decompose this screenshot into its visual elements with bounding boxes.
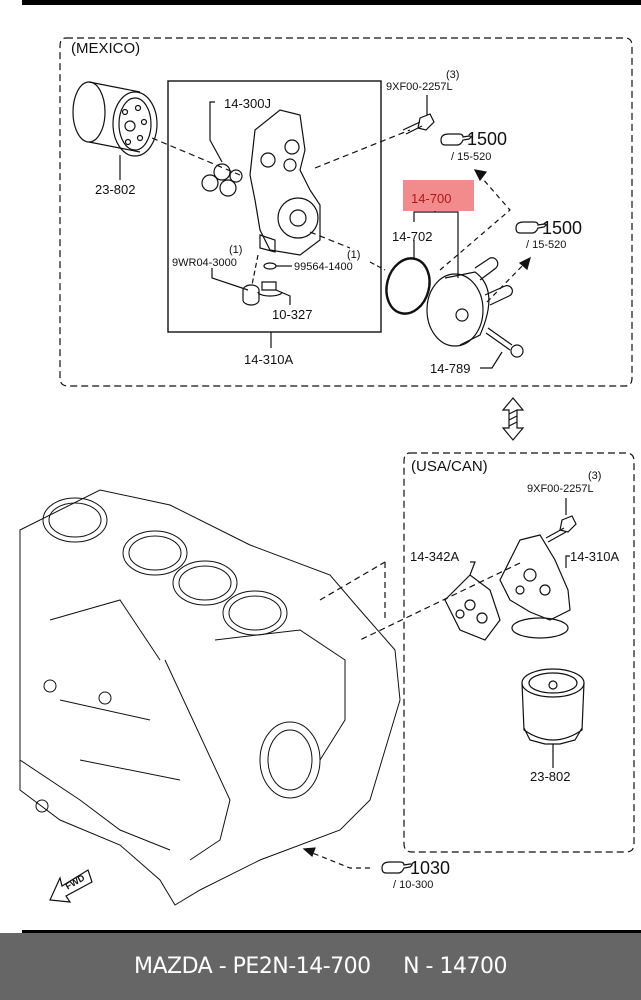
region-label-usa-can: (USA/CAN) (411, 458, 488, 475)
washer-99564 (263, 262, 277, 270)
oil-filter-mexico (72, 81, 158, 180)
qty-label-9XF00-usa: (3) (588, 470, 602, 482)
ref-sub-10-300[interactable]: / 10-300 (393, 879, 434, 891)
engine-block (19, 489, 401, 906)
part-label-10-327[interactable]: 10-327 (272, 307, 313, 322)
qty-label-9WR04: (1) (229, 244, 243, 256)
part-label-9XF00-2257L-usa[interactable]: 9XF00-2257L (527, 483, 594, 495)
bottom-border (22, 930, 641, 933)
part-label-14-342A[interactable]: 14-342A (410, 549, 460, 564)
double-arrow-icon (501, 397, 525, 441)
part-label-99564-1400[interactable]: 99564-1400 (294, 261, 353, 273)
drain-10-327 (257, 281, 283, 297)
bolt-14-789 (480, 327, 524, 369)
mexico-region-border (59, 37, 633, 387)
hand-pointer-icon-2 (515, 221, 547, 234)
part-label-23-802-usa[interactable]: 23-802 (530, 769, 571, 784)
footer-bar: MAZDA - PE2N-14-700 N - 14700 (0, 933, 641, 1000)
oil-cooler-14-700 (426, 257, 513, 347)
gasket-14-342A (444, 574, 501, 641)
oil-filter-usa (521, 668, 585, 768)
part-label-9WR04-3000[interactable]: 9WR04-3000 (172, 257, 237, 269)
o-ring-14-702 (385, 257, 431, 315)
bolt-9XF00-usa (545, 498, 577, 543)
parts-diagram: (MEXICO) 23-802 14-300J (3) 9XF00-2257L … (19, 37, 635, 906)
ref-label-1500-b[interactable]: 1500 (542, 218, 583, 238)
diagram-drawing (19, 37, 635, 906)
oil-filter-housing-mexico (249, 109, 321, 256)
qty-label-9XF00-mexico: (3) (446, 69, 460, 81)
fwd-arrow-icon (49, 869, 93, 903)
part-label-14-310A-usa[interactable]: 14-310A (570, 549, 620, 564)
hand-pointer-icon-3 (381, 861, 413, 874)
part-label-23-802-mexico[interactable]: 23-802 (95, 182, 136, 197)
footer-part-number: MAZDA - PE2N-14-700 (134, 954, 371, 979)
oil-filter-housing-usa (499, 534, 571, 639)
region-label-mexico: (MEXICO) (71, 40, 141, 57)
ref-sub-15-520-a[interactable]: / 15-520 (451, 151, 492, 163)
housing-box (167, 80, 382, 333)
ref-label-1500-a[interactable]: 1500 (467, 129, 508, 149)
hand-pointer-icon-1 (440, 133, 472, 146)
part-label-14-310A-mexico[interactable]: 14-310A (244, 352, 294, 367)
part-label-14-300J[interactable]: 14-300J (224, 96, 271, 111)
gasket-14-300J (201, 101, 243, 197)
highlight-14-700 (403, 180, 474, 211)
top-border (22, 0, 641, 5)
part-label-14-700[interactable]: 14-700 (411, 191, 452, 206)
ref-label-1030[interactable]: 1030 (410, 858, 451, 878)
plug-9WR04 (242, 284, 260, 306)
bolt-9XF00-mexico (402, 95, 435, 135)
qty-label-99564: (1) (347, 249, 361, 261)
footer-code: N - 14700 (403, 954, 507, 979)
part-label-9XF00-2257L-mexico[interactable]: 9XF00-2257L (386, 81, 453, 93)
usa-can-region-border (403, 452, 635, 853)
part-label-14-702[interactable]: 14-702 (392, 229, 433, 244)
footer-gap (371, 954, 403, 979)
part-label-14-789[interactable]: 14-789 (430, 361, 471, 376)
ref-sub-15-520-b[interactable]: / 15-520 (526, 239, 567, 251)
